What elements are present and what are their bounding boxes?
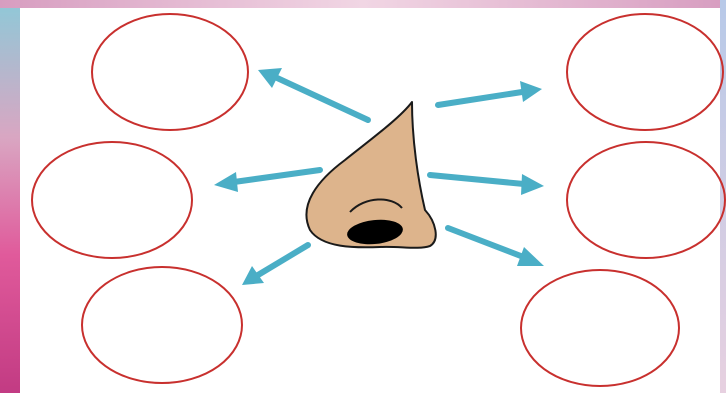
answer-circle-top-right[interactable] [567,14,723,130]
arrow-to-bottom-left [242,245,308,285]
answer-circle-top-left[interactable] [92,14,248,130]
answer-circle-bottom-right[interactable] [521,270,679,386]
arrow-to-bottom-right [448,228,544,266]
answer-circle-bottom-left[interactable] [82,267,242,383]
arrow-to-middle-left [214,170,320,192]
nose-icon [306,102,435,248]
arrow-to-top-left [258,68,368,120]
answer-circle-middle-left[interactable] [32,142,192,258]
arrow-to-top-right [438,81,542,105]
answer-circle-middle-right[interactable] [567,142,725,258]
arrow-to-middle-right [430,174,544,195]
